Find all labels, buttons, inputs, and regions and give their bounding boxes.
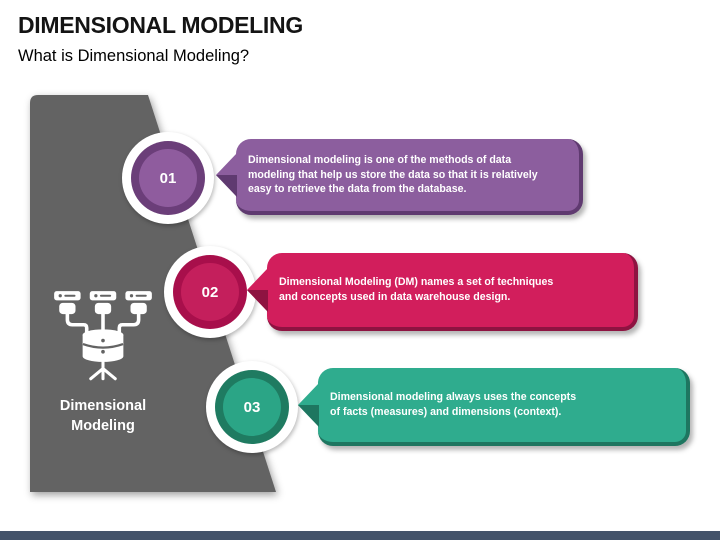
step-text-2: Dimensional Modeling (DM) names a set of…	[279, 276, 554, 303]
step-circle-2-inner	[181, 263, 239, 321]
page-title: DIMENSIONAL MODELING	[18, 12, 303, 38]
step-circle-1-inner	[139, 149, 197, 207]
panel-label: Dimensional Modeling	[59, 398, 147, 434]
step-text-3: Dimensional modeling always uses the con…	[330, 391, 577, 418]
page-subtitle: What is Dimensional Modeling?	[18, 47, 250, 65]
bubble-arrow-icon	[247, 268, 268, 312]
step-bubble-3: Dimensional modeling always uses the con…	[298, 368, 690, 446]
database-network-icon	[54, 291, 152, 381]
bubble-arrow-icon	[298, 383, 319, 427]
bubble-arrow-icon	[216, 153, 237, 197]
step-text-1: Dimensional modeling is one of the metho…	[248, 153, 538, 196]
step-circle-3-inner	[223, 378, 281, 436]
step-number-1: 01	[159, 169, 177, 187]
step-bubble-1: Dimensional modeling is one of the metho…	[216, 139, 583, 215]
icon-node-details	[58, 294, 147, 298]
step-number-3: 03	[243, 398, 261, 416]
step-number-2: 02	[201, 283, 219, 301]
step-bubble-2: Dimensional Modeling (DM) names a set of…	[247, 253, 638, 331]
footer-bar	[0, 531, 720, 540]
